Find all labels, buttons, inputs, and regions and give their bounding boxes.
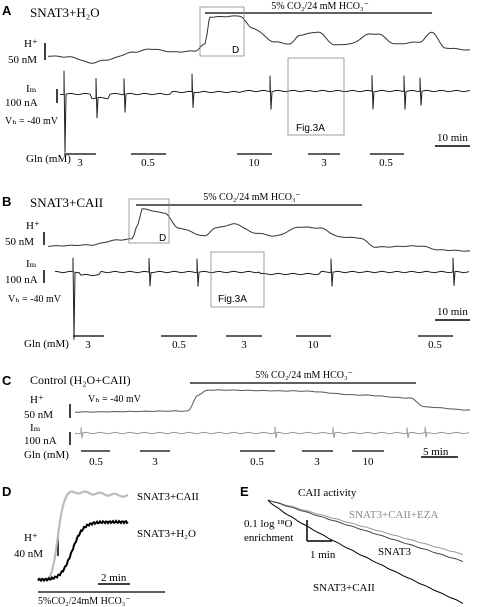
panel-a-gln-value-3: 10 [249,157,261,169]
panel-d-letter: D [2,484,11,499]
panel-a-d-box [199,6,245,57]
panel-e-time-scale: 1 min [310,549,336,561]
panel-a-im-scale: 100 nA [5,97,38,109]
panel-c-time-scale: 5 min [423,446,449,458]
panel-d-trace-snat3-h2o [37,519,129,583]
panel-b-gln-value-4: 10 [308,339,320,351]
panel-b-im-trace [54,257,470,340]
panel-c-co2-label: 5% CO₂/24 mM HCO₃⁻ [255,370,353,381]
panel-a-title: SNAT3+H₂O [30,5,100,20]
panel-b-title: SNAT3+CAII [30,195,103,210]
panel-a-vh: Vₕ = -40 mV [5,116,59,127]
panel-b-gln-value-5: 0.5 [428,339,442,351]
panel-c-h-label: H⁺ [30,394,44,406]
panel-a-fig3a-label: Fig.3A [296,123,325,134]
panel-b-fig3a-box [210,251,265,308]
panel-b: B SNAT3+CAII 5% CO₂/24 mM HCO₃⁻ H⁺ 50 nM… [2,192,471,351]
panel-a-gln-value-2: 0.5 [141,157,155,169]
panel-a-letter: A [2,3,12,18]
panel-b-time-scale: 10 min [437,306,468,318]
panel-c-gln-value-2: 3 [152,456,158,468]
panel-a-h-trace [47,15,471,64]
panel-e-trace-snat3-caii [267,499,464,604]
panel-a-time-scale: 10 min [437,132,468,144]
panel-b-d-box [128,198,170,244]
panel-d-h-label: H⁺ [24,532,38,544]
panel-c-gln-label: Gln (mM) [24,449,69,461]
panel-b-vh: Vₕ = -40 mV [8,294,62,305]
panel-c-gln-value-4: 3 [314,456,320,468]
panel-c-vh: Vₕ = -40 mV [88,394,142,405]
panel-e-label-snat3-caii-eza: SNAT3+CAII+EZA [349,509,438,521]
panel-b-h-trace [47,208,471,252]
panel-c-gln-value-3: 0.5 [250,456,264,468]
panel-b-letter: B [2,194,11,209]
panel-a-gln-label: Gln (mM) [26,153,71,165]
panel-b-gln-value-1: 3 [85,339,91,351]
panel-a-co2-label: 5% CO₂/24 mM HCO₃⁻ [271,1,369,12]
panel-e-trace-snat3 [267,499,464,563]
panel-b-im-scale: 100 nA [5,274,38,286]
panel-a-im-label: Iₘ [26,83,37,95]
panel-b-im-label: Iₘ [26,258,37,270]
panel-a-h-scale: 50 nM [8,54,37,66]
panel-e-label-snat3: SNAT3 [378,546,412,558]
panel-e-title: CAII activity [298,487,357,499]
panel-c-im-label: Iₘ [30,422,41,434]
panel-b-h-label: H⁺ [26,220,40,232]
panel-a-d-box-label: D [232,45,239,56]
panel-d: D H⁺ 40 nM SNAT3+CAII SNAT3+H₂O 2 min 5%… [2,484,199,607]
panel-e-trace-snat3-caii-eza [267,499,464,556]
panel-b-fig3a-label: Fig.3A [218,294,247,305]
panel-c-gln-value-5: 10 [363,456,375,468]
panel-a-gln-value-5: 0.5 [379,157,393,169]
panel-b-gln-bars: 3 0.5 3 10 0.5 [73,335,453,351]
panel-a-gln-value-1: 3 [77,157,83,169]
panel-c-letter: C [2,373,12,388]
panel-a-h-label: H⁺ [24,38,38,50]
panel-b-gln-label: Gln (mM) [24,338,69,350]
panel-a-gln-value-4: 3 [321,157,327,169]
panel-e: E CAII activity 0.1 log ¹⁸O enrichment 1… [240,484,464,604]
panel-b-gln-value-3: 3 [241,339,247,351]
panel-c-gln-bars: 0.5 3 0.5 3 10 [81,450,384,468]
panel-d-h-scale: 40 nM [14,548,43,560]
panel-a-fig3a-box [287,57,345,136]
panel-b-gln-value-2: 0.5 [172,339,186,351]
panel-d-legend-snat3-h2o: SNAT3+H₂O [137,528,196,540]
panel-d-time-scale: 2 min [101,572,127,584]
panel-c: C Control (H₂O+CAII) 5% CO₂/24 mM HCO₃⁻ … [2,370,471,468]
panel-a-im-trace [59,70,471,153]
panel-b-h-scale: 50 nM [5,236,34,248]
panel-c-h-scale: 50 nM [24,409,53,421]
panel-d-legend-snat3-caii: SNAT3+CAII [137,491,199,503]
panel-d-trace-snat3-caii [37,490,129,581]
panel-b-d-box-label: D [159,233,166,244]
panel-d-co2-label: 5%CO₂/24mM HCO₃⁻ [38,596,131,607]
panel-e-y-scale-line1: 0.1 log ¹⁸O [244,518,292,530]
panel-c-im-scale: 100 nA [24,435,57,447]
panel-c-title: Control (H₂O+CAII) [30,373,131,387]
panel-a: A SNAT3+H₂O 5% CO₂/24 mM HCO₃⁻ H⁺ 50 nM … [2,1,471,169]
panel-c-h-trace [74,389,471,413]
panel-b-co2-label: 5% CO₂/24 mM HCO₃⁻ [203,192,301,203]
panel-a-gln-bars: 3 0.5 10 3 0.5 [64,153,404,169]
panel-e-label-snat3-caii: SNAT3+CAII [313,582,375,594]
panel-e-letter: E [240,484,249,499]
panel-c-gln-value-1: 0.5 [89,456,103,468]
panel-e-y-scale-line2: enrichment [244,532,293,544]
panel-c-im-trace [74,426,470,439]
